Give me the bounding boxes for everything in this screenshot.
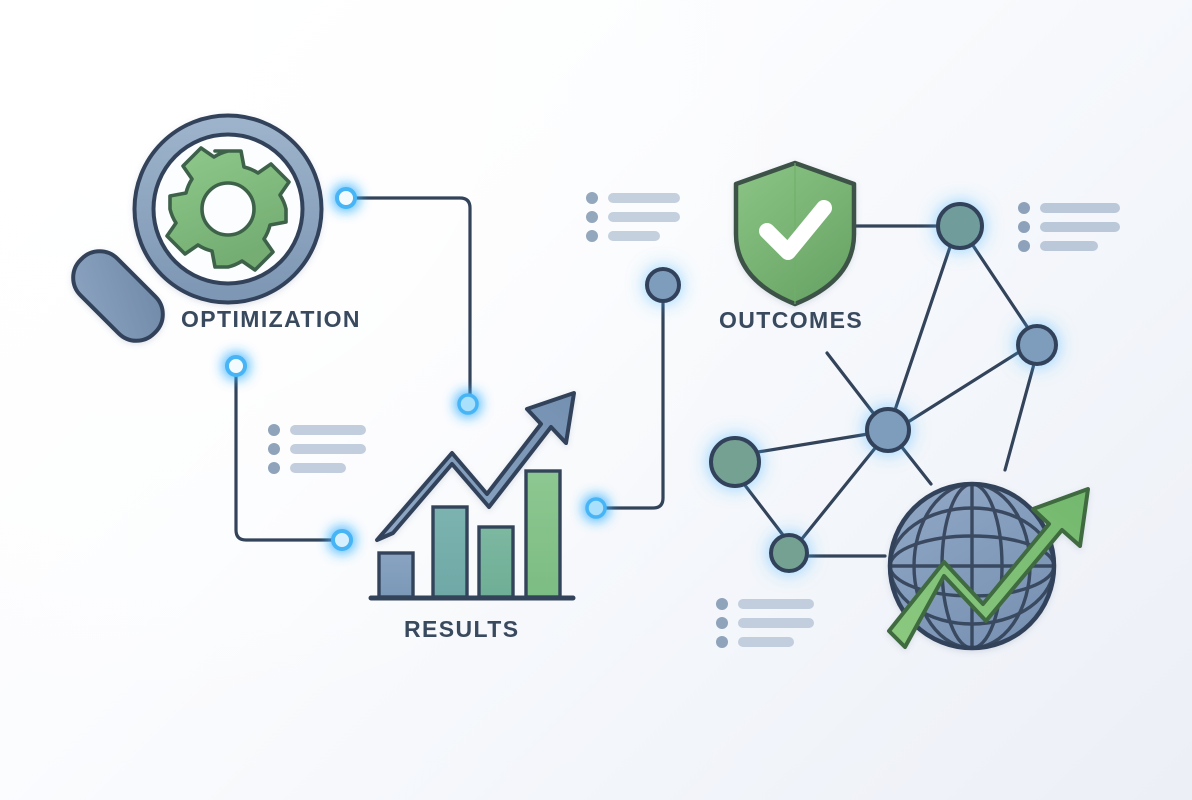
- list-group-top-right: [1018, 202, 1120, 252]
- list-group-middle-top: [586, 192, 680, 242]
- network-edge-topright-right: [970, 242, 1030, 330]
- magnifier-outer-ring-stroke: [132, 113, 324, 305]
- table-row: [431, 505, 469, 599]
- network-node-center[interactable]: [865, 407, 911, 453]
- table-row: [477, 525, 515, 599]
- list-bullet-dot: [1018, 221, 1030, 233]
- network-node-right[interactable]: [1016, 324, 1058, 366]
- globe-growth-arrow-icon: [887, 487, 1090, 649]
- list-group-bottom-right: [716, 598, 814, 648]
- list-item: [716, 636, 794, 648]
- list-bar: [290, 444, 366, 454]
- check-icon: [759, 200, 832, 260]
- list-item: [268, 443, 366, 455]
- connector-node-results-left[interactable]: [331, 529, 353, 551]
- list-bar: [290, 425, 366, 435]
- connector-path-results-to-outcomes: [603, 299, 665, 510]
- connector-node-optimization-side[interactable]: [225, 355, 247, 377]
- connector-path-optimization-to-results: [353, 196, 472, 397]
- list-item: [1018, 221, 1120, 233]
- connector-node-results-out[interactable]: [585, 497, 607, 519]
- list-bar: [290, 463, 346, 473]
- connector-paths: [234, 196, 665, 542]
- network-node-bottom[interactable]: [769, 533, 809, 573]
- list-bullet-dot: [1018, 202, 1030, 214]
- list-bar: [1040, 203, 1120, 213]
- list-item: [586, 230, 660, 242]
- list-bar: [1040, 222, 1120, 232]
- network-edges: [742, 224, 1036, 558]
- list-bullet-dot: [586, 230, 598, 242]
- list-bar: [608, 231, 660, 241]
- network-edge-center-stub-down: [899, 444, 933, 486]
- list-groups: [268, 192, 1120, 648]
- connector-nodes: [225, 187, 681, 551]
- network-edge-center-left: [756, 432, 870, 454]
- list-item: [1018, 240, 1098, 252]
- network-edge-center-stub-up: [825, 351, 876, 416]
- list-item: [586, 211, 680, 223]
- list-bar: [738, 637, 794, 647]
- list-bullet-dot: [268, 424, 280, 436]
- gear-icon: [165, 146, 291, 272]
- list-item: [268, 424, 366, 436]
- network-edge-right-center: [906, 350, 1021, 424]
- magnifier-inner-ring-stroke: [151, 132, 305, 286]
- network-edge-left-bottom: [742, 482, 785, 537]
- list-bullet-dot: [716, 598, 728, 610]
- list-item: [716, 598, 814, 610]
- list-item: [586, 192, 680, 204]
- connector-node-results-in[interactable]: [457, 393, 479, 415]
- list-bullet-dot: [716, 636, 728, 648]
- list-bar: [1040, 241, 1098, 251]
- list-bullet-dot: [586, 211, 598, 223]
- section-label-optimization: OPTIMIZATION: [181, 306, 361, 332]
- network-node-left[interactable]: [709, 436, 761, 488]
- list-group-optimization: [268, 424, 366, 474]
- list-bullet-dot: [268, 443, 280, 455]
- table-row: [524, 469, 562, 599]
- bar-chart-bars: [377, 469, 562, 599]
- list-item: [716, 617, 814, 629]
- globe-icon: [887, 481, 1090, 651]
- connector-path-optimization-side-down: [234, 373, 335, 542]
- section-label-results: RESULTS: [404, 616, 520, 642]
- list-bar: [738, 599, 814, 609]
- connector-node-optimization-out[interactable]: [335, 187, 357, 209]
- list-bullet-dot: [1018, 240, 1030, 252]
- network-node-top-right[interactable]: [936, 202, 984, 250]
- network-nodes: [709, 202, 1058, 573]
- list-bar: [738, 618, 814, 628]
- list-bullet-dot: [586, 192, 598, 204]
- connector-node-outcomes-in[interactable]: [645, 267, 681, 303]
- shield-check-icon: [733, 160, 857, 307]
- growth-arrow-icon: [375, 391, 576, 542]
- list-bar: [608, 212, 680, 222]
- magnifier-gear-icon: [71, 113, 324, 343]
- section-label-outcomes: OUTCOMES: [719, 307, 864, 333]
- list-bullet-dot: [716, 617, 728, 629]
- network-edge-topright-center: [893, 245, 952, 412]
- bar-chart-icon: [368, 391, 576, 601]
- list-item: [1018, 202, 1120, 214]
- network-edge-center-bottom: [799, 445, 878, 542]
- list-item: [268, 462, 346, 474]
- list-bullet-dot: [268, 462, 280, 474]
- table-row: [377, 551, 415, 599]
- list-bar: [608, 193, 680, 203]
- network-edge-right-globe: [1003, 362, 1036, 472]
